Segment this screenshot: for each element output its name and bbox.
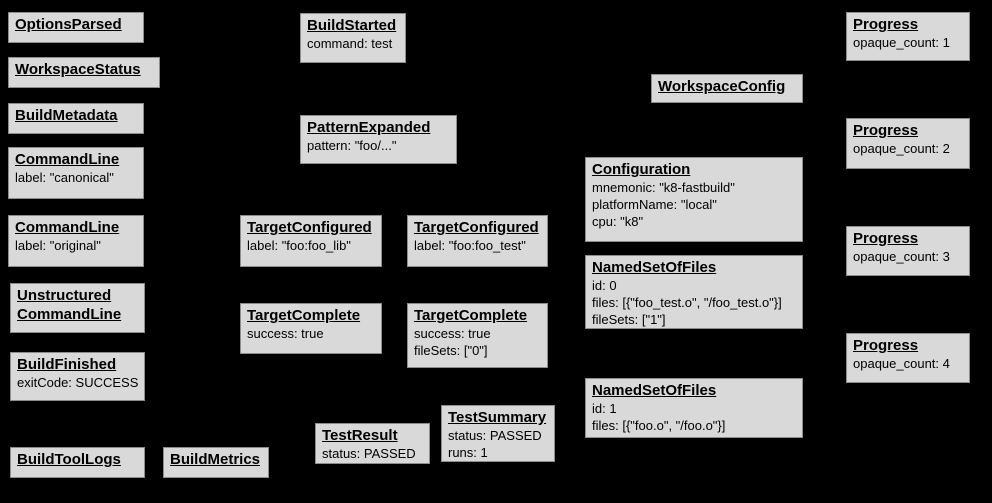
node-attribute: runs: 1: [448, 445, 488, 460]
node-progress-4: Progress opaque_count: 4: [846, 333, 970, 383]
node-attribute: opaque_count: 2: [853, 141, 950, 156]
node-target-complete-foo-test: TargetComplete success: true fileSets: […: [407, 303, 548, 368]
node-attribute: label: "foo:foo_test": [414, 238, 526, 253]
node-build-metrics: BuildMetrics: [163, 447, 269, 478]
node-title: Unstructured: [17, 287, 112, 304]
node-build-metadata: BuildMetadata: [8, 103, 144, 134]
node-attribute: mnemonic: "k8-fastbuild": [592, 180, 735, 195]
node-attribute: id: 0: [592, 278, 617, 293]
node-title: BuildMetadata: [15, 107, 118, 124]
node-workspace-config: WorkspaceConfig: [651, 74, 803, 103]
node-attribute: opaque_count: 3: [853, 249, 950, 264]
node-build-started: BuildStarted command: test: [300, 13, 406, 63]
node-target-configured-foo-test: TargetConfigured label: "foo:foo_test": [407, 215, 548, 267]
node-attribute: exitCode: SUCCESS: [17, 375, 139, 390]
node-attribute: label: "foo:foo_lib": [247, 238, 351, 253]
node-attribute: cpu: "k8": [592, 214, 644, 229]
node-title: BuildStarted: [307, 17, 397, 34]
node-title: PatternExpanded: [307, 119, 431, 136]
node-title: TargetComplete: [247, 307, 361, 324]
node-progress-2: Progress opaque_count: 2: [846, 118, 970, 169]
node-title: TargetConfigured: [247, 219, 372, 236]
node-title: Progress: [853, 337, 919, 354]
node-build-finished: BuildFinished exitCode: SUCCESS: [10, 352, 145, 401]
node-title: Progress: [853, 230, 919, 247]
node-target-configured-foo-lib: TargetConfigured label: "foo:foo_lib": [240, 215, 382, 267]
node-title: Progress: [853, 16, 919, 33]
node-command-line-original: CommandLine label: "original": [8, 215, 144, 267]
node-title: WorkspaceStatus: [15, 61, 141, 78]
node-progress-3: Progress opaque_count: 3: [846, 226, 970, 276]
node-named-set-of-files-0: NamedSetOfFiles id: 0 files: [{"foo_test…: [585, 255, 803, 329]
node-attribute: status: PASSED: [322, 446, 416, 461]
node-unstructured-command-line: Unstructured CommandLine: [10, 283, 145, 333]
node-title: NamedSetOfFiles: [592, 259, 717, 276]
node-attribute: id: 1: [592, 401, 617, 416]
node-test-summary: TestSummary status: PASSED runs: 1: [441, 405, 555, 462]
node-attribute: success: true: [247, 326, 324, 341]
node-title: TargetConfigured: [414, 219, 539, 236]
node-attribute: opaque_count: 4: [853, 356, 950, 371]
node-attribute: command: test: [307, 36, 393, 51]
node-title: CommandLine: [15, 219, 120, 236]
node-title: WorkspaceConfig: [658, 78, 786, 95]
node-attribute: pattern: "foo/...": [307, 138, 397, 153]
node-attribute: platformName: "local": [592, 197, 717, 212]
node-attribute: files: [{"foo_test.o", "/foo_test.o"}]: [592, 295, 782, 310]
node-title: TestResult: [322, 427, 398, 444]
node-title: BuildToolLogs: [17, 451, 121, 468]
node-attribute: status: PASSED: [448, 428, 542, 443]
node-attribute: fileSets: ["1"]: [592, 312, 666, 327]
node-title: Configuration: [592, 161, 691, 178]
node-title: BuildFinished: [17, 356, 117, 373]
node-title: CommandLine: [15, 151, 120, 168]
node-options-parsed: OptionsParsed: [8, 12, 144, 43]
node-attribute: success: true: [414, 326, 491, 341]
node-title: TestSummary: [448, 409, 547, 426]
node-progress-1: Progress opaque_count: 1: [846, 12, 970, 61]
node-test-result: TestResult status: PASSED: [315, 423, 430, 464]
node-title: NamedSetOfFiles: [592, 382, 717, 399]
node-workspace-status: WorkspaceStatus: [8, 57, 160, 88]
node-attribute: label: "original": [15, 238, 101, 253]
node-named-set-of-files-1: NamedSetOfFiles id: 1 files: [{"foo.o", …: [585, 378, 803, 438]
node-attribute: files: [{"foo.o", "/foo.o"}]: [592, 418, 726, 433]
node-title: TargetComplete: [414, 307, 528, 324]
node-attribute: fileSets: ["0"]: [414, 343, 488, 358]
node-title: BuildMetrics: [170, 451, 261, 468]
node-command-line-canonical: CommandLine label: "canonical": [8, 147, 144, 199]
node-title-line-2: CommandLine: [17, 306, 122, 323]
node-build-tool-logs: BuildToolLogs: [10, 447, 145, 478]
node-pattern-expanded: PatternExpanded pattern: "foo/...": [300, 115, 457, 164]
node-attribute: opaque_count: 1: [853, 35, 950, 50]
node-title: Progress: [853, 122, 919, 139]
node-title: OptionsParsed: [15, 16, 122, 33]
node-attribute: label: "canonical": [15, 170, 114, 185]
node-configuration: Configuration mnemonic: "k8-fastbuild" p…: [585, 157, 803, 242]
node-target-complete-foo-lib: TargetComplete success: true: [240, 303, 382, 354]
